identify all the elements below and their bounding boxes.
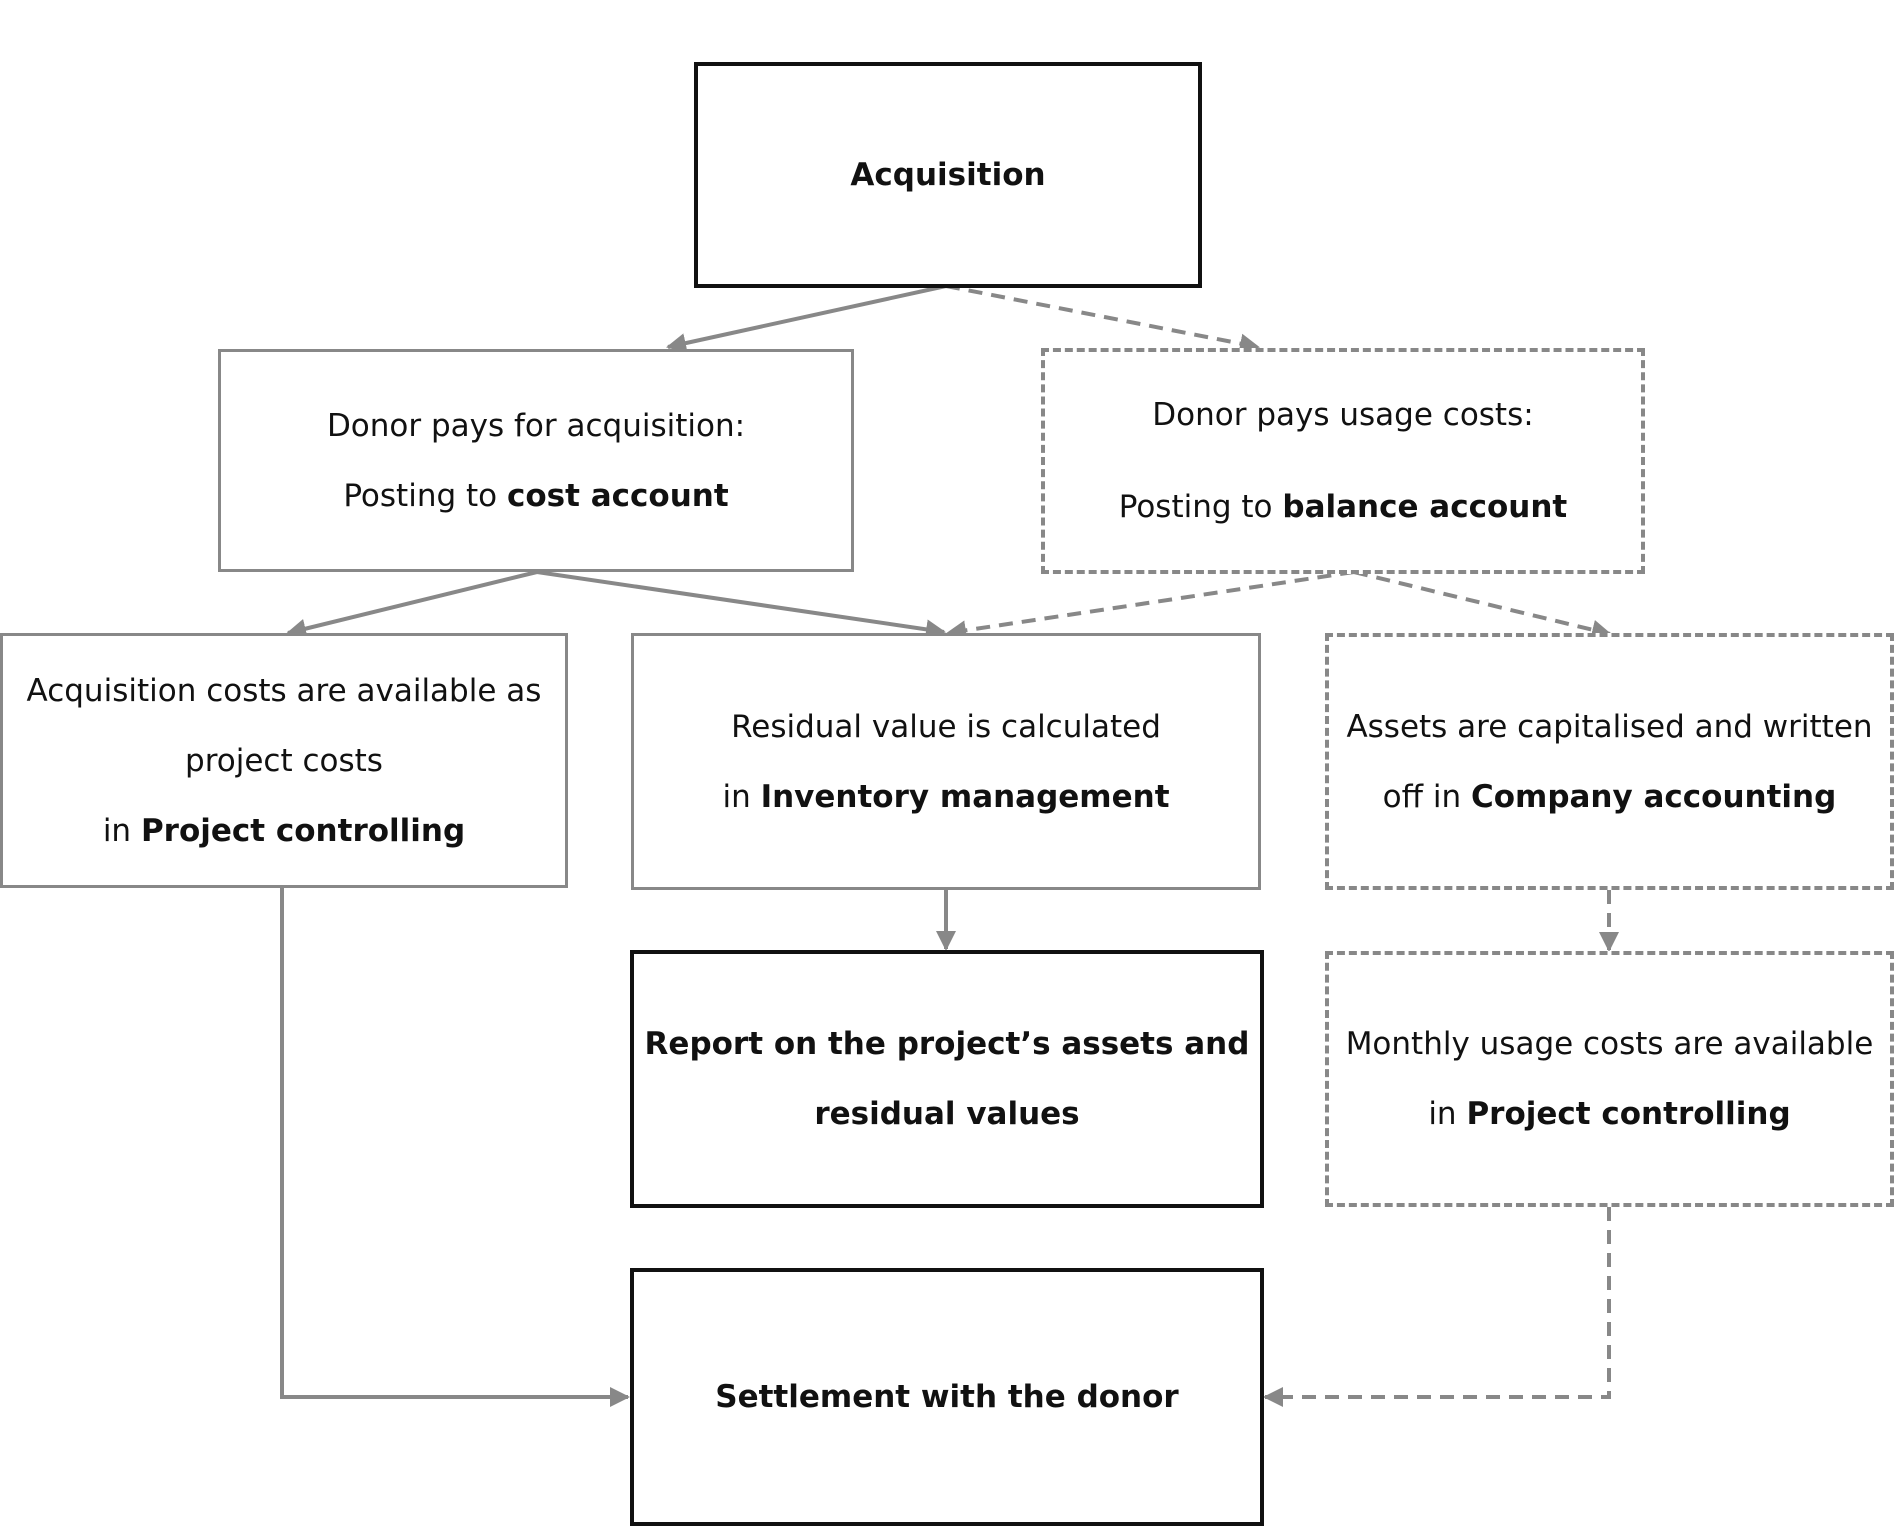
arrow-cost-to-project-costs: [286, 570, 538, 639]
acq-costs-line2: project costs: [185, 742, 383, 779]
monthly-usage-box: Monthly usage costs are available in Pro…: [1325, 951, 1894, 1207]
inventory-management-label: Inventory management: [760, 778, 1170, 815]
residual-line1: Residual value is calculated: [731, 708, 1161, 745]
arrow-balance-to-capitalised: [1353, 570, 1612, 640]
donor-pays-acquisition-box: Donor pays for acquisition: Posting to c…: [218, 349, 854, 572]
arrow-cost-to-residual: [536, 570, 946, 640]
arrow-acquisition-to-balance: [945, 284, 1260, 354]
monthly-line2: in Project controlling: [1428, 1079, 1790, 1149]
acquisition-costs-box: Acquisition costs are available as proje…: [0, 633, 568, 888]
residual-value-box: Residual value is calculated in Inventor…: [631, 633, 1261, 890]
donor-acquisition-line2: Posting to cost account: [343, 461, 728, 531]
acq-costs-line3: in Project controlling: [103, 796, 465, 866]
assets-capitalised-box: Assets are capitalised and written off i…: [1325, 633, 1894, 890]
arrow-acquisition-to-cost: [666, 284, 947, 353]
capitalised-line1: Assets are capitalised and written: [1346, 708, 1873, 745]
donor-usage-line2: Posting to balance account: [1119, 461, 1567, 553]
acq-costs-line1: Acquisition costs are available as: [26, 672, 542, 709]
cost-account-label: cost account: [506, 477, 729, 514]
report-line2: residual values: [814, 1096, 1080, 1132]
residual-line2: in Inventory management: [722, 762, 1169, 832]
capitalised-line2-prefix: off in: [1382, 778, 1471, 815]
report-line1: Report on the project’s assets and: [644, 1026, 1250, 1062]
settlement-box: Settlement with the donor: [630, 1268, 1264, 1526]
capitalised-line2: off in Company accounting: [1383, 762, 1837, 832]
donor-pays-usage-box: Donor pays usage costs: Posting to balan…: [1041, 348, 1645, 574]
report-box: Report on the project’s assets and resid…: [630, 950, 1264, 1208]
arrow-monthly-to-settlement: [1263, 1207, 1611, 1407]
donor-usage-line1: Donor pays usage costs:: [1152, 397, 1534, 433]
acq-costs-line3-prefix: in: [102, 812, 141, 849]
arrow-project-costs-to-settlement: [280, 888, 630, 1407]
balance-account-label: balance account: [1282, 489, 1568, 525]
monthly-line2-prefix: in: [1428, 1096, 1467, 1132]
donor-acquisition-line2-prefix: Posting to: [343, 477, 507, 514]
project-controlling-label: Project controlling: [140, 812, 466, 849]
monthly-project-controlling-label: Project controlling: [1466, 1096, 1791, 1132]
acquisition-box: Acquisition: [694, 62, 1202, 288]
monthly-line1: Monthly usage costs are available: [1345, 1026, 1874, 1062]
residual-line2-prefix: in: [722, 778, 761, 815]
arrow-balance-to-residual: [946, 570, 1355, 641]
company-accounting-label: Company accounting: [1470, 778, 1837, 815]
donor-acquisition-line1: Donor pays for acquisition:: [326, 407, 746, 444]
acquisition-title: Acquisition: [850, 157, 1046, 193]
settlement-title: Settlement with the donor: [715, 1379, 1179, 1415]
donor-usage-line2-prefix: Posting to: [1118, 489, 1283, 525]
